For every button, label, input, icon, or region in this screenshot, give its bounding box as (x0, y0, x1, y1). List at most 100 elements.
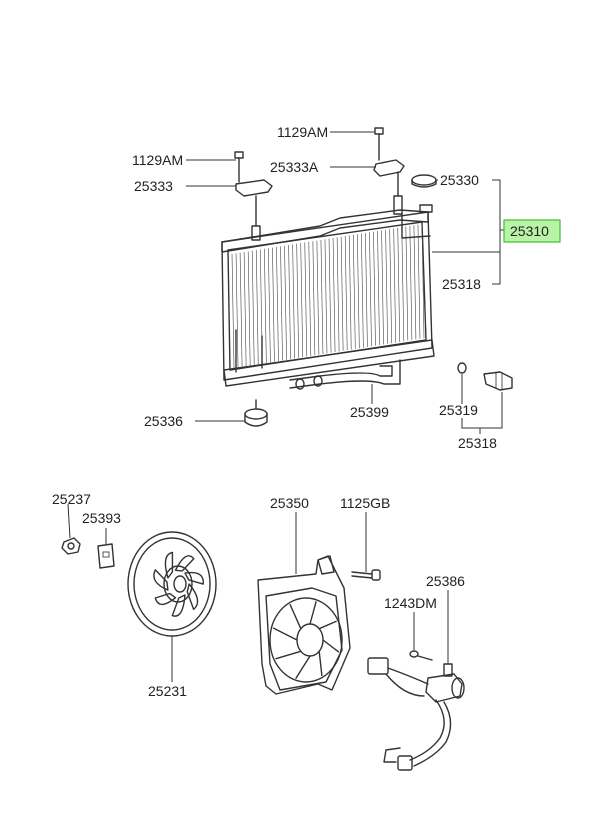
fin-line (336, 237, 340, 352)
fin-line (381, 230, 384, 345)
fin-line (373, 231, 376, 346)
fin-line (304, 242, 308, 357)
fin-line (401, 227, 405, 342)
drain-plug-o-ring[interactable] (457, 362, 467, 374)
cooling-fan[interactable] (127, 531, 217, 637)
temperature-sensor[interactable] (483, 371, 513, 391)
fin-line (328, 238, 332, 353)
fin-line (276, 246, 279, 361)
radiator-cap[interactable] (411, 174, 437, 213)
fin-line (340, 236, 344, 351)
label-25319[interactable]: 25319 (439, 402, 478, 418)
label-25350[interactable]: 25350 (270, 495, 309, 511)
shroud-strut (318, 620, 337, 630)
bolt-1129am-top[interactable] (374, 127, 384, 161)
fin-line (247, 251, 251, 366)
fan-shroud[interactable] (257, 555, 351, 695)
bolt-1129am-left[interactable] (234, 151, 244, 183)
label-1243dm[interactable]: 1243DM (384, 595, 437, 611)
fin-line (243, 252, 247, 367)
fin-line (231, 253, 235, 369)
label-25310[interactable]: 25310 (510, 223, 549, 239)
shroud-struts (272, 601, 340, 679)
fin-line (389, 229, 392, 344)
fin-line (320, 239, 324, 354)
fin-line (308, 241, 312, 356)
label-25318-bottom[interactable]: 25318 (458, 435, 497, 451)
fin-line (409, 225, 413, 340)
shroud-strut (289, 603, 302, 630)
fin-line (377, 231, 380, 346)
label-25231[interactable]: 25231 (148, 683, 187, 699)
fan-blades (153, 551, 204, 617)
fan-motor-harness[interactable] (367, 657, 465, 771)
fin-line (300, 243, 304, 358)
leader-lines (67, 131, 508, 682)
shroud-strut (275, 650, 302, 660)
shroud-strut (309, 601, 317, 625)
label-25393[interactable]: 25393 (82, 510, 121, 526)
label-25336[interactable]: 25336 (144, 413, 183, 429)
fin-line (239, 252, 243, 367)
fin-line (235, 253, 239, 368)
fin-line (344, 236, 348, 351)
fan-blade (154, 592, 177, 606)
fin-line (255, 250, 259, 365)
fin-line (280, 246, 283, 361)
highlight-box-25310 (503, 219, 561, 243)
bolt-1125gb[interactable] (351, 569, 381, 581)
lower-rubber-mount[interactable] (244, 399, 268, 427)
fin-line (272, 247, 275, 362)
fin-line (417, 224, 421, 339)
label-1129am-left[interactable]: 1129AM (132, 152, 183, 168)
fin-line (284, 245, 287, 360)
shroud-strut (295, 655, 311, 679)
bolt-1243dm[interactable] (409, 650, 433, 661)
fin-line (288, 245, 291, 360)
lower-pipe[interactable] (289, 359, 401, 390)
fin-line (361, 233, 364, 348)
fin-line (352, 234, 356, 349)
part-labels: 1129AM 25333A 1129AM 25333 25330 25310 2… (52, 124, 561, 699)
nut-25237[interactable] (61, 537, 81, 555)
fin-line (296, 243, 299, 358)
fin-line (348, 235, 352, 350)
clip-25393[interactable] (97, 543, 115, 569)
fin-line (251, 250, 255, 365)
label-25330[interactable]: 25330 (440, 172, 479, 188)
shroud-strut (322, 639, 340, 653)
fin-line (312, 241, 316, 356)
shroud-strut (318, 650, 323, 677)
fin-line (369, 232, 372, 347)
fin-line (405, 226, 409, 341)
label-25333[interactable]: 25333 (134, 178, 173, 194)
label-1125gb[interactable]: 1125GB (340, 495, 390, 511)
fin-line (397, 227, 401, 342)
label-25318-top[interactable]: 25318 (442, 276, 481, 292)
fin-line (393, 228, 397, 343)
radiator-core[interactable] (221, 209, 435, 387)
fin-line (357, 234, 360, 349)
fin-line (268, 248, 271, 363)
fin-line (365, 232, 368, 347)
fin-line (292, 244, 295, 359)
label-25333a[interactable]: 25333A (270, 159, 319, 175)
fin-line (316, 240, 320, 355)
fin-line (324, 239, 328, 354)
fin-line (385, 229, 388, 344)
fin-line (264, 248, 267, 363)
label-25386[interactable]: 25386 (426, 573, 465, 589)
upper-mount-bracket-right[interactable] (373, 159, 405, 215)
label-1129am-top[interactable]: 1129AM (277, 124, 328, 140)
fin-line (413, 225, 417, 340)
upper-mount-bracket-left[interactable] (235, 179, 273, 241)
fan-blade (184, 571, 204, 585)
radiator-fins (231, 223, 425, 369)
fin-line (421, 223, 425, 339)
shroud-strut (272, 627, 298, 641)
label-25399[interactable]: 25399 (350, 404, 389, 420)
fan-blade (153, 569, 169, 591)
label-25237[interactable]: 25237 (52, 491, 91, 507)
fin-line (332, 238, 336, 353)
